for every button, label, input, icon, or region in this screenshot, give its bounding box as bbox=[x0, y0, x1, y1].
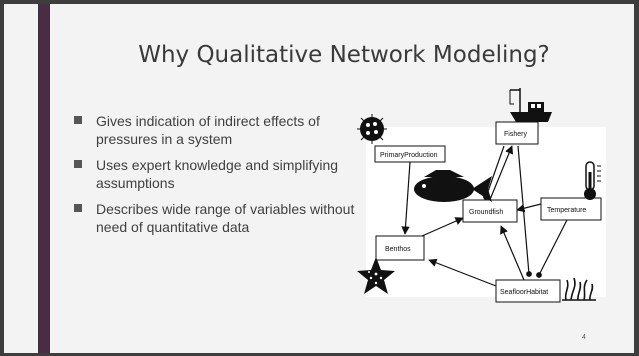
fishing-boat-icon bbox=[509, 88, 552, 122]
bullet-item: Uses expert knowledge and simplifying as… bbox=[74, 156, 364, 192]
node-primaryproduction: PrimaryProduction bbox=[374, 145, 446, 163]
node-temperature: Temperature bbox=[540, 197, 602, 221]
node-label: Benthos bbox=[385, 246, 411, 253]
edge-primary-benthos bbox=[401, 161, 411, 235]
slide: Why Qualitative Network Modeling? Gives … bbox=[4, 4, 634, 353]
node-benthos: Benthos bbox=[375, 235, 425, 261]
node-fishery: Fishery bbox=[495, 121, 539, 145]
node-label: PrimaryProduction bbox=[380, 152, 438, 159]
bullet-text: Gives indication of indirect effects of … bbox=[96, 113, 320, 147]
slide-title: Why Qualitative Network Modeling? bbox=[138, 42, 550, 68]
edge-seafloor-groundfish bbox=[500, 225, 525, 281]
bullet-square-icon bbox=[74, 160, 82, 168]
edge-fishery-groundfish bbox=[483, 145, 505, 200]
bullet-text: Describes wide range of variables withou… bbox=[96, 201, 355, 235]
edge-benthos-groundfish bbox=[421, 217, 464, 237]
node-label: Groundfish bbox=[469, 209, 503, 216]
node-label: Fishery bbox=[504, 131, 527, 138]
starfish-icon bbox=[357, 257, 395, 294]
node-label: Temperature bbox=[547, 207, 586, 214]
thermometer-icon bbox=[584, 161, 601, 200]
bullet-item: Describes wide range of variables withou… bbox=[74, 200, 364, 236]
bullet-square-icon bbox=[74, 204, 82, 212]
edge-seafloor-benthos bbox=[428, 258, 497, 287]
bullet-list: Gives indication of indirect effects of … bbox=[74, 112, 364, 244]
seagrass-icon bbox=[562, 277, 596, 301]
page-number: 4 bbox=[582, 334, 586, 341]
fish-icon bbox=[414, 170, 492, 202]
bullet-text: Uses expert knowledge and simplifying as… bbox=[96, 157, 339, 191]
node-seafloorhabitat: SeafloorHabitat bbox=[495, 279, 561, 303]
edge-groundfish-fishery bbox=[488, 145, 514, 203]
edge-temperature-seafloor bbox=[536, 215, 570, 278]
bullet-square-icon bbox=[74, 116, 82, 124]
plankton-icon bbox=[357, 114, 387, 144]
accent-bar bbox=[38, 4, 50, 353]
node-label: SeafloorHabitat bbox=[500, 289, 548, 296]
network-diagram: PrimaryProduction Fishery Groundfish Tem… bbox=[357, 88, 606, 303]
bullet-item: Gives indication of indirect effects of … bbox=[74, 112, 364, 148]
node-groundfish: Groundfish bbox=[462, 199, 518, 223]
